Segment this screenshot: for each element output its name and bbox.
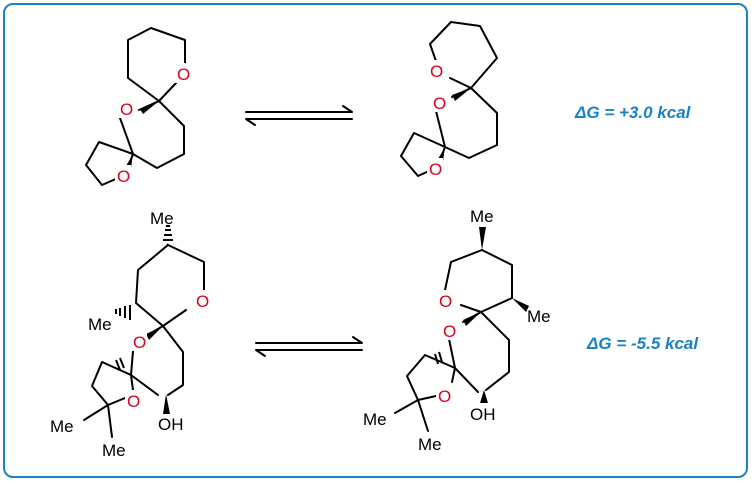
atom-o: O: [120, 100, 133, 119]
atom-me: Me: [363, 410, 387, 429]
atom-oh: OH: [158, 415, 184, 434]
equilibrium-arrow-top: [245, 105, 353, 126]
atom-me: Me: [470, 207, 494, 226]
atom-me: Me: [418, 435, 442, 454]
top-right-molecule: O O O: [400, 21, 498, 179]
atom-o: O: [439, 292, 452, 311]
atom-me: Me: [527, 307, 551, 326]
atom-o: O: [133, 333, 146, 352]
atom-oh: OH: [470, 405, 496, 424]
bottom-left-molecule: Me O Me O O OH Me Me: [50, 209, 210, 460]
energy-label-bottom: ΔG = -5.5 kcal: [586, 334, 699, 353]
atom-me: Me: [150, 209, 174, 228]
diagram-frame: [3, 3, 748, 478]
atom-me: Me: [88, 315, 112, 334]
atom-o: O: [117, 167, 130, 186]
energy-label-top: ΔG = +3.0 kcal: [574, 103, 692, 122]
top-left-molecule: O O O: [85, 27, 191, 186]
atom-o: O: [433, 94, 446, 113]
bottom-right-molecule: Me O Me O O OH Me Me: [363, 207, 551, 454]
atom-o: O: [443, 322, 456, 341]
atom-o: O: [196, 292, 209, 311]
atom-o: O: [177, 65, 190, 84]
atom-o: O: [429, 160, 442, 179]
atom-o: O: [430, 62, 443, 81]
equilibrium-arrow-bottom: [255, 336, 363, 357]
atom-me: Me: [50, 417, 74, 436]
atom-me: Me: [102, 441, 126, 460]
atom-o: O: [438, 387, 451, 406]
atom-o: O: [127, 392, 140, 411]
